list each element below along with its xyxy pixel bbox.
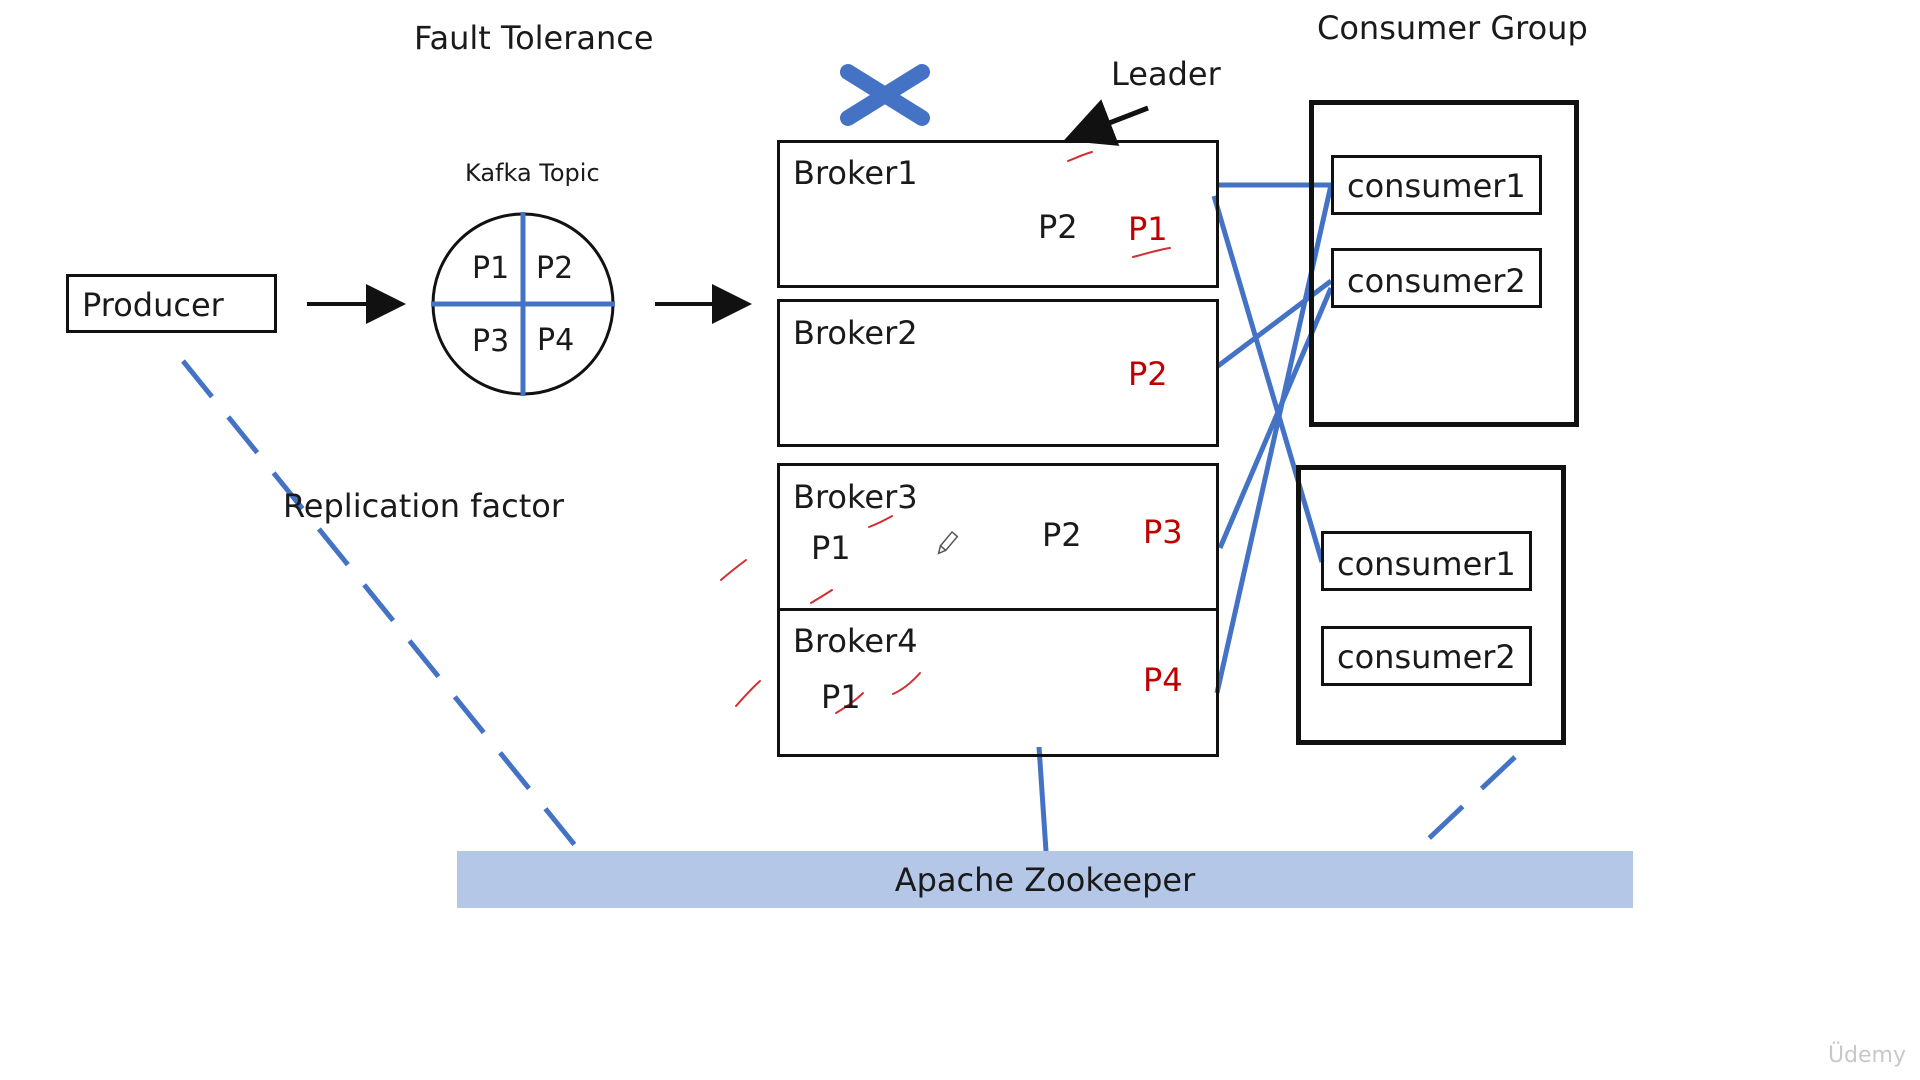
consumer-box: consumer1 [1331,155,1542,215]
leader-label: Leader [1111,55,1221,93]
consumer-group-box-2 [1296,465,1566,745]
pen-cursor-icon [937,530,959,555]
broker-leader-partition: P4 [1143,661,1183,699]
consumer-box: consumer2 [1321,626,1532,686]
broker-leader-partition: P1 [1128,210,1168,248]
consumer-group-title: Consumer Group [1317,9,1588,47]
replication-factor-label: Replication factor [283,487,564,525]
broker-box-3: Broker3 P1 P2 P3 [777,463,1219,611]
pen-annotation-ticks [720,151,1171,714]
topic-partition-p2: P2 [536,251,574,286]
consumer-label: consumer2 [1347,262,1526,300]
consumer-label: consumer1 [1337,545,1516,583]
kafka-topic-label: Kafka Topic [465,159,600,187]
broker-box-1: Broker1 P2 P1 [777,140,1219,288]
broker-name: Broker2 [793,314,918,352]
broker-name: Broker4 [793,622,918,660]
topic-partition-p3: P3 [472,324,510,359]
zookeeper-bar: Apache Zookeeper [457,851,1633,908]
leader-pointer-arrow [1063,99,1149,146]
producer-label: Producer [82,286,224,324]
broker-name: Broker1 [793,154,918,192]
broker-box-2: Broker2 P2 [777,299,1219,447]
broker-partition: P2 [1038,208,1078,246]
consumer-group-zookeeper-dashed-line [1420,755,1517,847]
consumer-label: consumer1 [1347,167,1526,205]
broker-leader-partition: P3 [1143,513,1183,551]
broker-partition: P2 [1042,516,1082,554]
brokers-zookeeper-line [1036,746,1049,852]
broker-box-4: Broker4 P1 P4 [777,608,1219,757]
consumer-label: consumer2 [1337,638,1516,676]
diagram-title: Fault Tolerance [414,19,654,57]
broker-partition: P1 [821,678,861,716]
kafka-topic-circle [431,212,615,396]
broker-failure-x-icon [840,64,930,126]
consumer-group-box-1 [1309,100,1579,427]
consumer-box: consumer1 [1321,531,1532,591]
producer-box: Producer [66,274,277,333]
broker-name: Broker3 [793,478,918,516]
producer-zookeeper-dashed-line [181,359,580,851]
broker-leader-partition: P2 [1128,355,1168,393]
zookeeper-label: Apache Zookeeper [894,860,1196,899]
udemy-watermark-logo: Üdemy [1827,1043,1906,1068]
broker-partition: P1 [811,529,851,567]
topic-partition-p4: P4 [537,323,575,358]
consumer-box: consumer2 [1331,248,1542,308]
topic-partition-p1: P1 [472,251,510,286]
